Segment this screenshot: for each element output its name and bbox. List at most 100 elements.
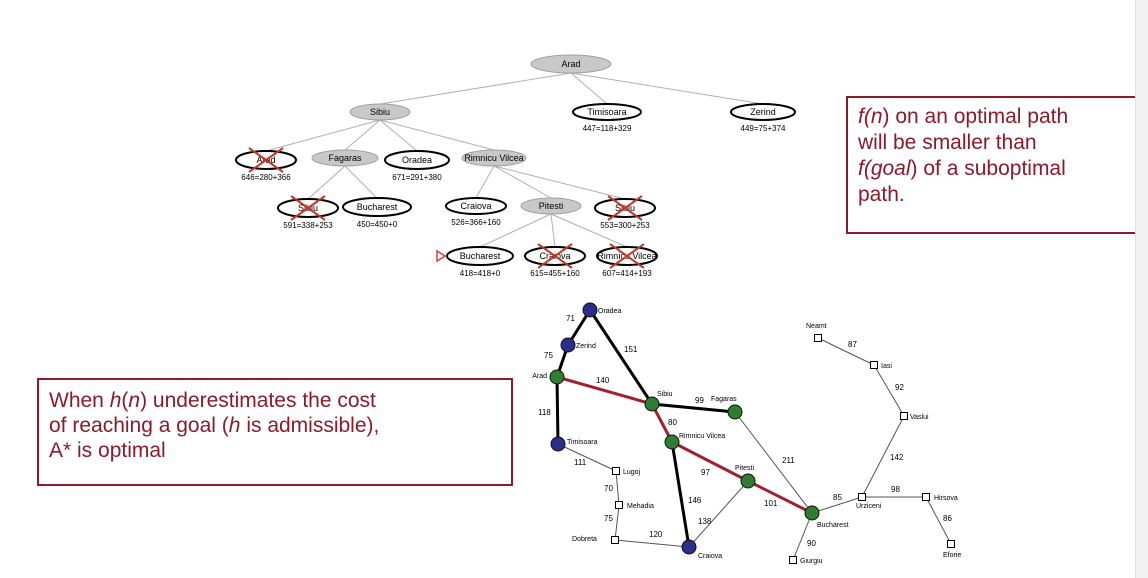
city-label: Pitesti [735,465,755,472]
vertical-scrollbar[interactable] [1135,0,1148,578]
city-square-marker [789,556,797,564]
road-distance-label: 211 [782,456,795,465]
road-pitesti-craiova [688,480,749,548]
road-distance-label: 142 [890,453,904,462]
tree-node-f-value: 607=414+193 [602,269,652,278]
city-hirsova: Hirsova [922,493,958,502]
road-rimnicu-craiova [670,441,691,548]
city-label: Arad [532,373,547,380]
tree-node-f-value: 615=455+160 [530,269,580,278]
road-fagaras-bucharest [734,411,813,514]
road-iasi-neamt [817,337,875,366]
tree-node-label: Bucharest [460,251,501,261]
tree-node-f-value: 526=366+160 [451,218,501,227]
city-square-marker [858,493,866,501]
city-square-marker [612,467,620,475]
road-distance-label: 97 [701,468,710,477]
city-label: Hirsova [934,495,958,502]
city-label: Craiova [698,553,722,560]
tree-node-craiova1: Craiova 526=366+160 [445,197,507,227]
tree-node-ellipse [730,103,796,121]
road-sibiu-fagaras [651,402,736,414]
tree-edge [265,119,381,152]
city-bucharest: Bucharest [804,505,849,529]
callout-bottom-line1: When h(n) underestimates the cost [49,388,511,413]
city-label: Fagaras [711,396,737,403]
callout-bottom-line2: of reaching a goal (h is admissible), [49,413,511,438]
city-timisoara: Timisoara [550,436,598,452]
road-vaslui-iasi [873,364,905,417]
road-distance-label: 101 [764,499,778,508]
city-square-marker [615,501,623,509]
road-distance-label: 75 [604,514,613,523]
city-zerind: Zerind [560,337,596,353]
city-arad: Arad [532,369,565,385]
tree-node-sibiu3: Sibiu553=300+253 [594,195,656,230]
tree-node-craiova2: Craiova615=455+160 [524,243,586,278]
tree-node-sibiu2: Sibiu591=338+253 [277,195,339,230]
callout-optimal-path: f(n) on an optimal path will be smaller … [846,96,1146,234]
tree-node-label: Pitesti [539,201,564,211]
road-distance-label: 111 [574,458,587,467]
tree-edge [570,72,608,105]
tree-node-label: Bucharest [357,202,398,212]
city-circle-marker [681,539,697,555]
tree-node-label: Timisoara [587,107,626,117]
tree-node-label: Craiova [460,201,491,211]
city-label: Oradea [598,308,621,315]
callout-bottom-when: When [49,389,110,412]
tree-node-f-value: 591=338+253 [283,221,333,230]
tree-node-ellipse [446,246,514,266]
city-square-marker [922,493,930,501]
callout-top-line1: f(n) on an optimal path [858,104,1146,130]
callout-bottom-line3: A* is optimal [49,439,166,462]
road-distance-label: 87 [848,340,857,349]
road-rimnicu-pitesti [671,440,749,483]
city-sibiu: Sibiu [644,391,673,412]
tree-node-ellipse [461,149,527,167]
city-neamt: Neamt [806,323,827,342]
goal-arrow-icon [436,249,447,263]
road-distance-label: 140 [596,376,610,385]
city-circle-marker [550,436,566,452]
map-roads [555,309,952,561]
city-label: Timisoara [567,439,598,446]
city-dobreta: Dobreta [572,536,619,544]
paren-open: ( [121,389,129,412]
tree-node-f-value: 646=280+366 [241,173,291,182]
city-circle-marker [727,404,743,420]
tree-node-f-value: 553=300+253 [600,221,650,230]
goal-symbol: goal [870,157,911,180]
tree-node-f-value: 418=418+0 [460,269,501,278]
tree-edge [307,165,346,200]
city-urziceni: Urziceni [856,493,882,510]
tree-edge [550,213,556,248]
tree-node-ellipse [384,150,450,170]
cross-mark-icon [607,195,643,221]
city-square-marker [611,536,619,544]
tree-edge [344,165,378,199]
tree-node-ellipse [311,149,379,167]
road-distance-label: 90 [807,539,816,548]
n-symbol-2: n [128,389,141,412]
city-circle-marker [804,505,820,521]
city-fagaras: Fagaras [711,396,743,420]
road-distance-label: 99 [695,396,704,405]
tree-node-ellipse [530,54,612,74]
callout-top-text3: ) of a suboptimal [910,157,1066,180]
road-mehadia-dobreta [614,504,620,541]
f-symbol-2: f( [858,157,871,180]
tree-edge [493,165,626,200]
n-symbol: n [870,105,883,128]
road-urziceni-vaslui [861,415,905,498]
city-eforie: Eforie [943,540,961,559]
city-square-marker [900,412,908,420]
tree-edge [379,119,495,151]
road-bucharest-giurgiu [792,512,813,561]
city-label: Sibiu [657,391,673,398]
road-timisoara-lugoj [557,443,617,472]
